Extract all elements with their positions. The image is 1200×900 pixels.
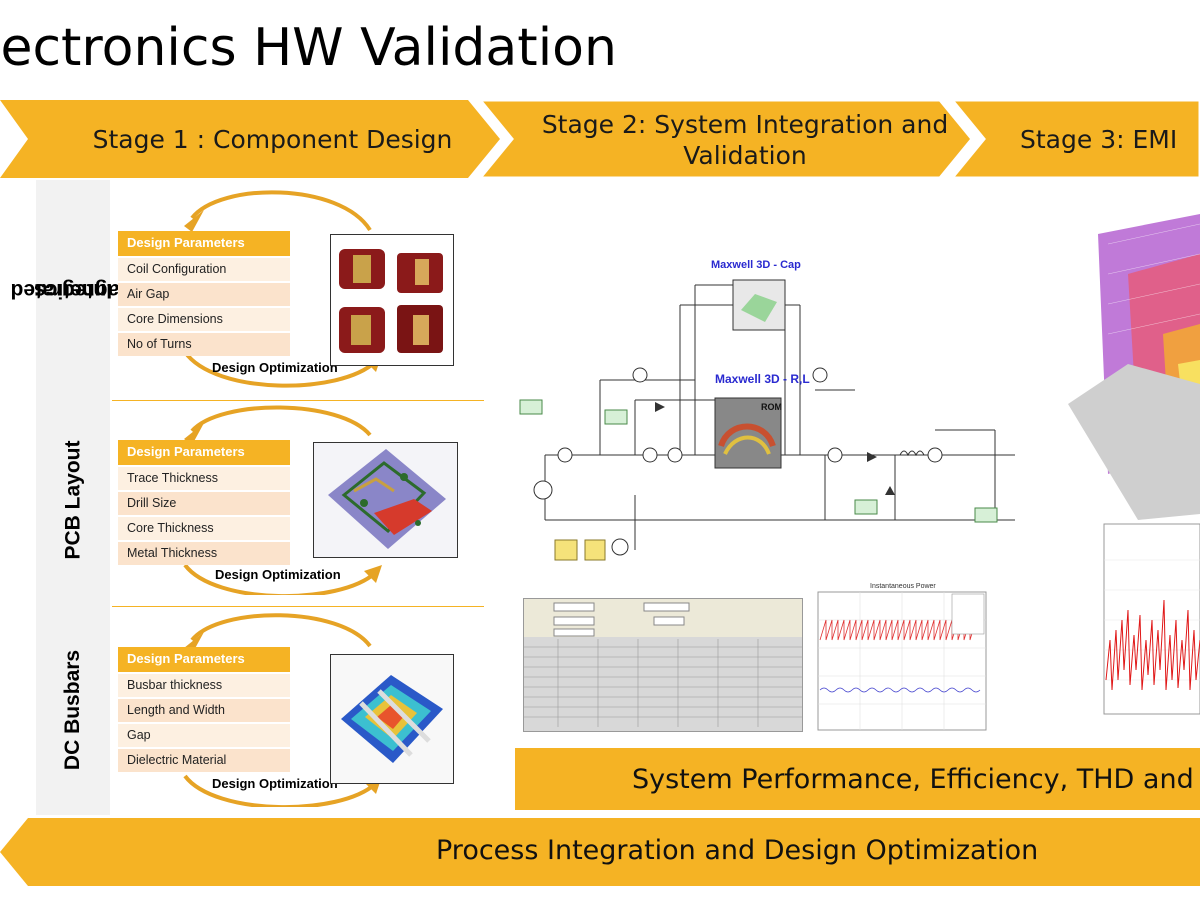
param-item: Length and Width xyxy=(118,699,290,722)
maxwell-rl-label: Maxwell 3D - R,L xyxy=(715,372,810,386)
row-label-line1: DC Busbars xyxy=(61,649,85,771)
param-item: Trace Thickness xyxy=(118,467,290,490)
stage-1-label: Stage 1 : Component Design xyxy=(92,125,453,154)
stage-2-chevron xyxy=(478,100,974,178)
rl-model-winding-2 xyxy=(723,435,771,455)
ground-plane xyxy=(1068,364,1200,520)
diode-symbol xyxy=(867,452,877,462)
param-item: Air Gap xyxy=(118,283,290,306)
param-item: Drill Size xyxy=(118,492,290,515)
row-separator xyxy=(112,400,484,401)
page-title: lectronics HW Validation xyxy=(0,18,617,78)
param-item: Core Thickness xyxy=(118,517,290,540)
core-shape xyxy=(339,249,443,353)
instantaneous-power-plot: Instantaneous Power xyxy=(810,580,988,738)
diode-symbol xyxy=(655,402,665,412)
rl-model-winding xyxy=(718,423,776,448)
params-header: Design Parameters xyxy=(118,647,290,672)
optimization-loop-arrows xyxy=(183,405,382,595)
param-item: Dielectric Material xyxy=(118,749,290,772)
param-item: Core Dimensions xyxy=(118,308,290,331)
stage-3-label: Stage 3: EMI xyxy=(1020,125,1178,154)
stage-3-chevron xyxy=(950,100,1200,178)
sensor-symbols xyxy=(533,367,943,556)
emi-field-plot xyxy=(1068,214,1200,520)
design-parameters-table-magnetics: Design Parameters Coil Configuration Air… xyxy=(118,231,290,356)
stage-2-label-line2: Validation xyxy=(683,141,807,170)
system-performance-bar xyxy=(515,748,1200,810)
process-integration-label: Process Integration and Design Optimizat… xyxy=(436,835,1039,866)
system-performance-label: System Performance, Efficiency, THD and … xyxy=(632,764,1200,795)
rom-label: ROM xyxy=(761,402,782,412)
emi-spectrum-plot xyxy=(1090,520,1200,725)
design-parameters-table-pcb: Design Parameters Trace Thickness Drill … xyxy=(118,440,290,565)
inductor-symbol xyxy=(899,450,925,457)
design-optimization-label: Design Optimization xyxy=(212,776,338,791)
design-optimization-label: Design Optimization xyxy=(215,567,341,582)
param-item: No of Turns xyxy=(118,333,290,356)
cap-model-shape xyxy=(741,294,777,322)
magnetics-core-image xyxy=(330,234,454,366)
design-parameters-table-busbars: Design Parameters Busbar thickness Lengt… xyxy=(118,647,290,772)
maxwell-cap-label: Maxwell 3D - Cap xyxy=(711,259,801,271)
row-separator xyxy=(112,606,484,607)
busbar-shape xyxy=(341,675,443,763)
row-label-dc-busbars: DC Busbars xyxy=(36,620,110,800)
params-header: Design Parameters xyxy=(118,440,290,465)
params-header: Design Parameters xyxy=(118,231,290,256)
diode-symbol xyxy=(885,486,895,495)
stage-2-label: Stage 2: System Integration and Validati… xyxy=(520,109,970,171)
process-integration-arrow xyxy=(0,818,1200,886)
stage-chevron-bar xyxy=(0,100,1200,178)
circuit-schematic: Maxwell 3D - Cap Maxwell 3D - R,L ROM xyxy=(519,259,1015,561)
probe-blocks xyxy=(519,399,998,523)
stage-1-chevron xyxy=(0,100,500,178)
pcb-layout-image xyxy=(313,442,458,558)
source-blocks xyxy=(554,539,606,561)
param-item: Metal Thickness xyxy=(118,542,290,565)
plot-grid xyxy=(818,592,986,730)
table-grid xyxy=(524,639,802,727)
param-item: Busbar thickness xyxy=(118,674,290,697)
design-optimization-label: Design Optimization xyxy=(212,360,338,375)
plot-title: Instantaneous Power xyxy=(870,583,936,590)
stage-2-label-line1: Stage 2: System Integration and xyxy=(541,110,949,139)
param-item: Coil Configuration xyxy=(118,258,290,281)
row-label-line1: PCB Layout xyxy=(61,440,85,560)
results-table-image xyxy=(523,598,803,732)
busbar-image xyxy=(330,654,454,784)
spectrum-series xyxy=(1105,599,1200,691)
param-item: Gap xyxy=(118,724,290,747)
power-series-red xyxy=(819,619,977,641)
power-series-blue xyxy=(819,687,981,693)
row-label-column xyxy=(36,180,110,815)
row-label-pcb-layout: PCB Layout xyxy=(36,410,110,590)
